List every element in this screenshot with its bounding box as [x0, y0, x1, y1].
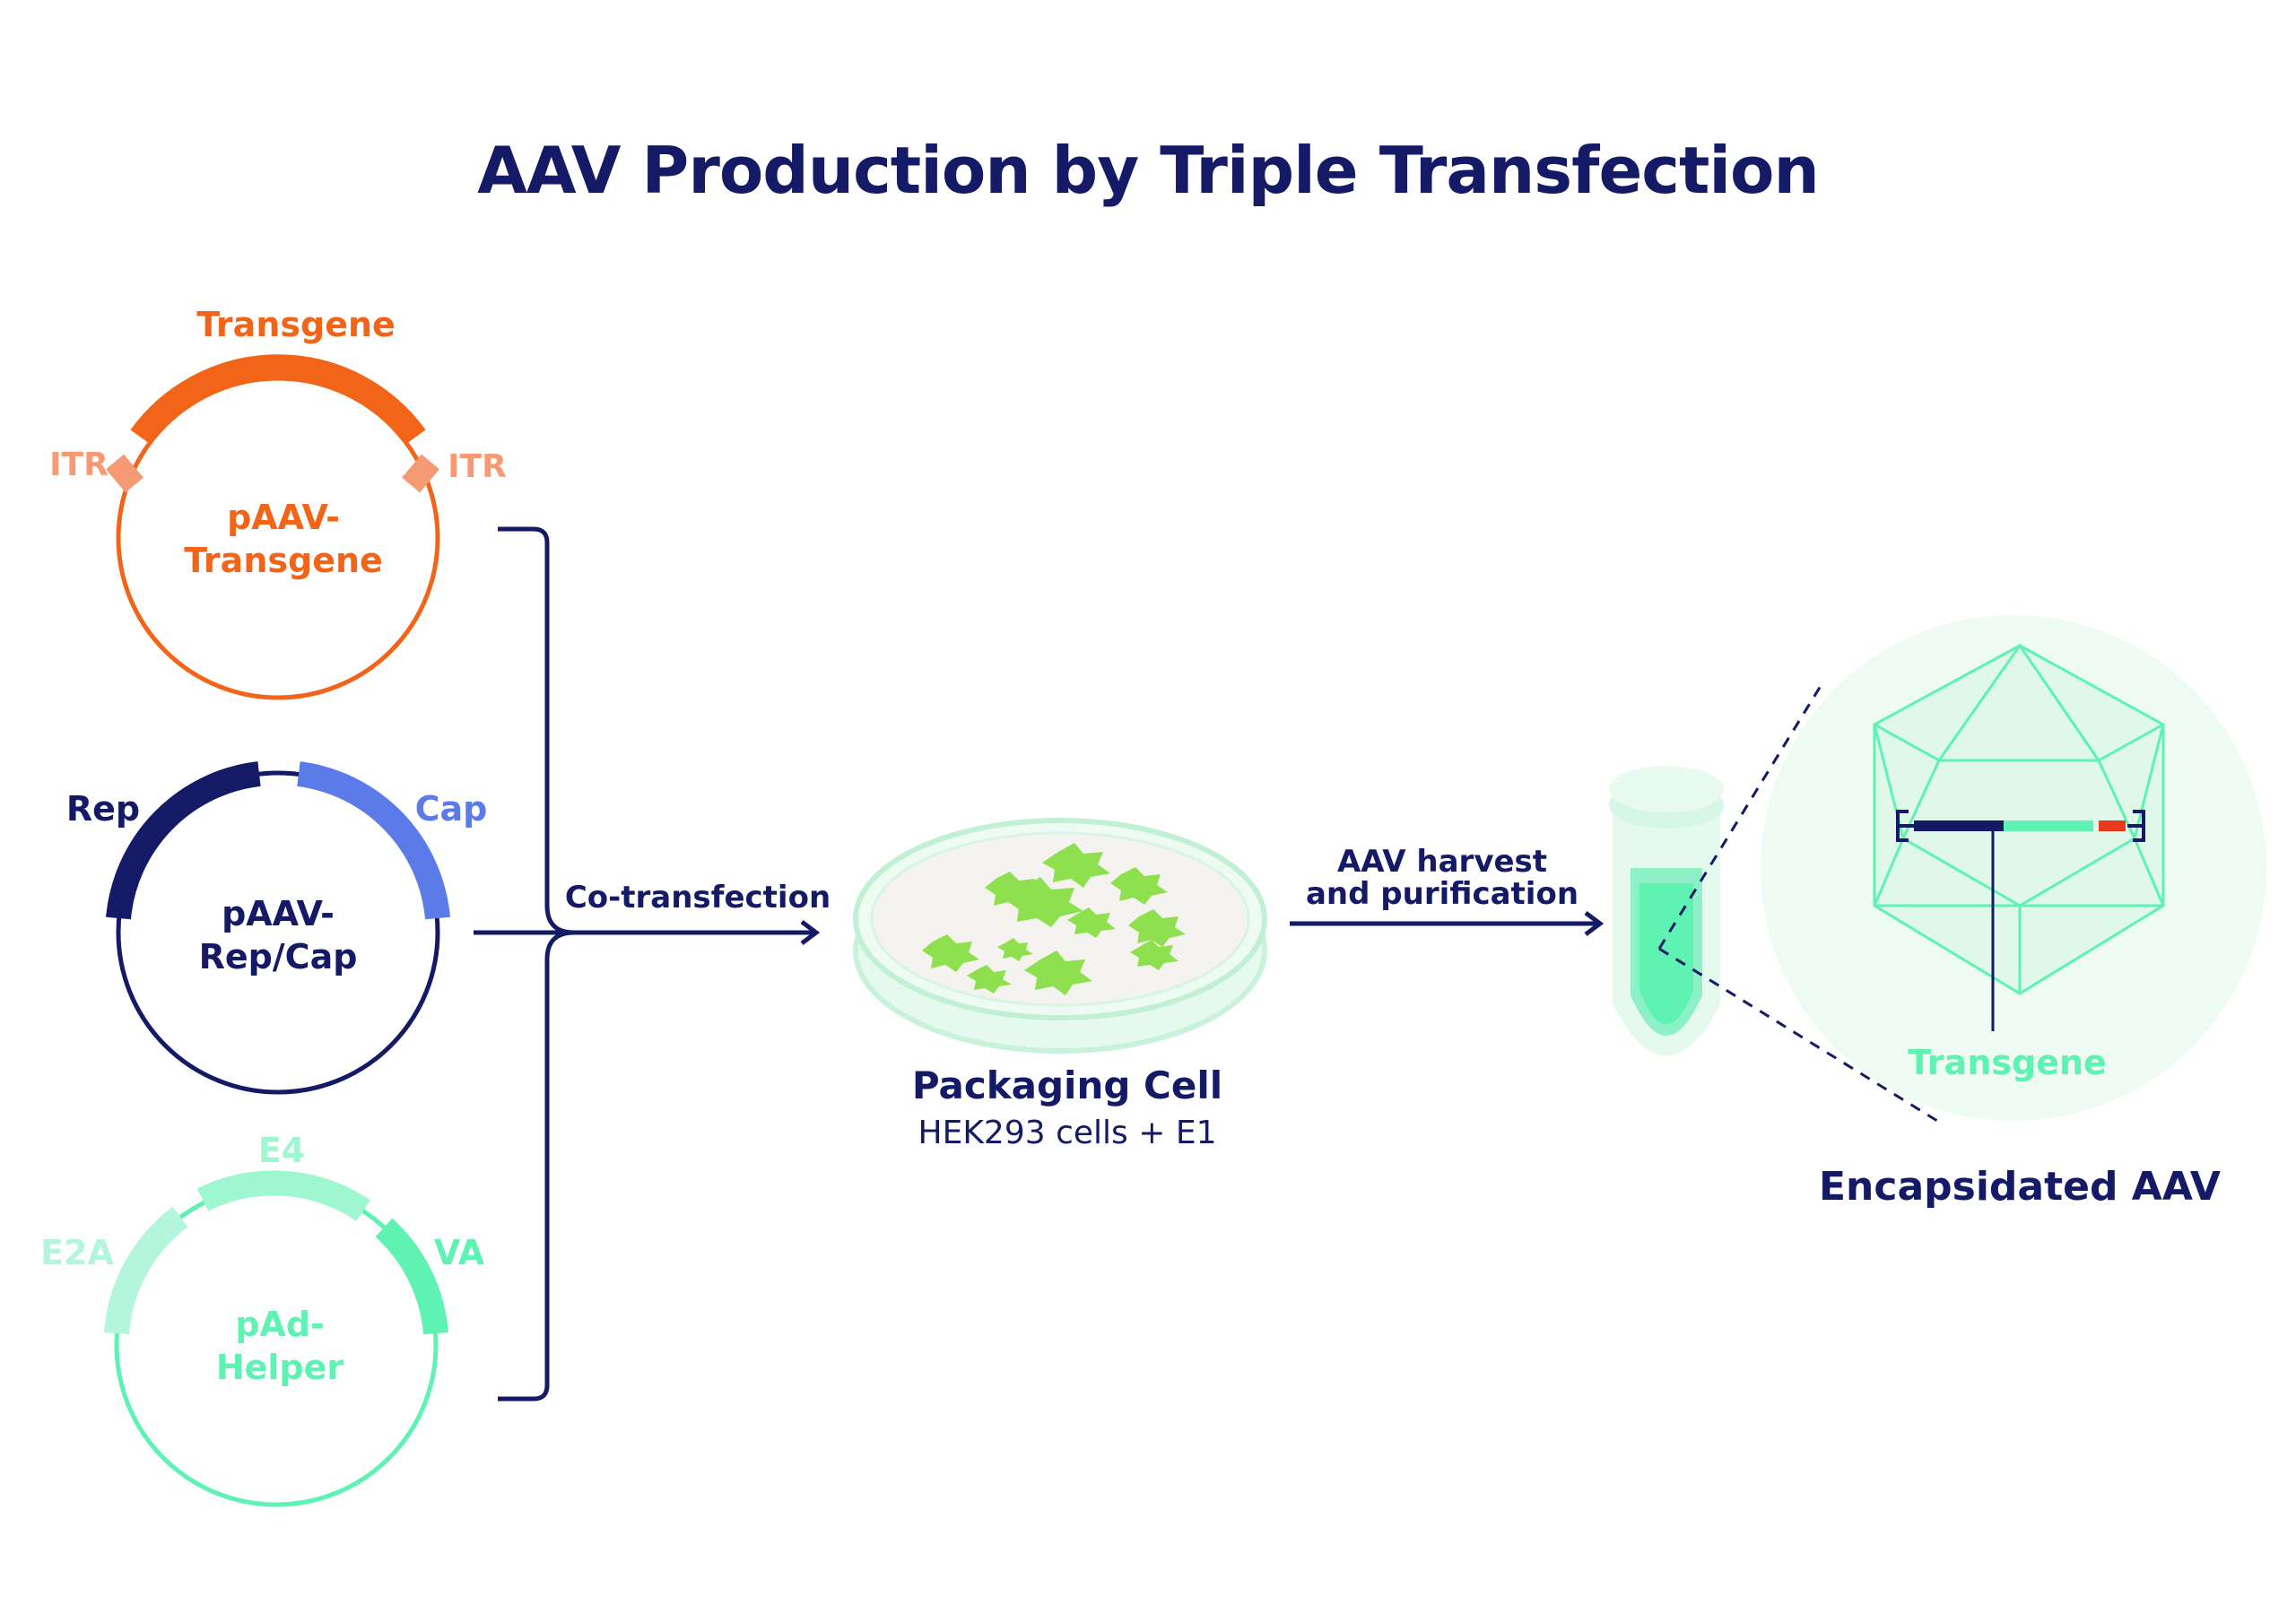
aav-transgene-label: Transgene — [1908, 1043, 2107, 1082]
cotransfection-label: Co-transfection — [565, 880, 831, 916]
grouping-brace — [498, 526, 575, 1402]
petri-dish — [853, 818, 1267, 1054]
e4-label: E4 — [258, 1131, 305, 1170]
genome-segment-mint — [2004, 820, 2093, 831]
cell-4 — [1004, 877, 1083, 927]
encapsidated-genome — [1896, 810, 2145, 1031]
transgene-gene-label: Transgene — [196, 305, 396, 344]
plasmid-transgene-name-1: pAAV- — [227, 498, 340, 537]
plasmid-helper-name-1: pAd- — [235, 1305, 325, 1344]
cell-9 — [1128, 909, 1186, 947]
va-segment — [375, 1218, 448, 1335]
e4-segment — [196, 1170, 370, 1221]
itr-right-marker — [402, 454, 439, 493]
e2a-label: E2A — [40, 1233, 114, 1272]
plasmid-repcap-name-2: Rep/Cap — [199, 937, 358, 976]
plasmid-repcap-ring — [116, 770, 440, 1095]
encapsidated-aav-caption: Encapsidated AAV — [1819, 1164, 2221, 1210]
plasmid-transgene-ring — [116, 376, 440, 700]
plasmid-repcap-name-1: pAAV- — [222, 894, 335, 933]
capsid-facets — [1873, 643, 2165, 994]
itr-left-marker — [106, 454, 144, 493]
va-label: VA — [434, 1233, 485, 1272]
zoom-line-bottom — [1658, 947, 1938, 1123]
cell-11 — [967, 965, 1012, 994]
harvest-label-2: and purification — [1306, 876, 1578, 912]
cell-cluster — [922, 843, 1186, 995]
plasmid-helper-name-2: Helper — [216, 1348, 344, 1387]
cell-10 — [1130, 940, 1178, 970]
genome-itr-right — [2127, 810, 2145, 842]
genome-segment-red — [2099, 820, 2126, 831]
rep-label: Rep — [66, 789, 140, 829]
cell-7 — [997, 938, 1033, 961]
aav-capsid-group: Transgene — [1761, 615, 2266, 1121]
cell-5 — [1067, 907, 1116, 938]
cotransfection-arrowhead — [800, 920, 821, 945]
genome-itr-left — [1896, 810, 1914, 842]
cap-segment — [297, 761, 450, 920]
packaging-cell-title: Packaging Cell — [912, 1063, 1222, 1107]
transgene-segment — [130, 354, 426, 444]
itr-right-label: ITR — [448, 448, 507, 485]
plasmid-transgene-name-2: Transgene — [184, 541, 383, 580]
tube-cap-top — [1609, 766, 1724, 812]
plasmid-repcap: Rep Cap pAAV- Rep/Cap — [66, 761, 488, 1095]
cell-3 — [1110, 867, 1168, 905]
cell-1 — [1042, 843, 1110, 888]
cap-label: Cap — [415, 789, 488, 829]
itr-left-label: ITR — [49, 447, 109, 483]
plasmid-transgene: Transgene ITR ITR pAAV- Transgene — [49, 305, 507, 700]
packaging-cell-subtitle: HEK293 cells + E1 — [918, 1115, 1217, 1151]
e2a-segment — [104, 1206, 188, 1335]
harvest-arrowhead — [1584, 911, 1605, 936]
genome-segment-navy — [1914, 820, 2004, 831]
cell-8 — [1024, 950, 1092, 995]
cell-6 — [922, 934, 979, 972]
harvest-label-1: AAV harvest — [1337, 844, 1547, 880]
diagram-title: AAV Production by Triple Transfection — [477, 133, 1820, 208]
sample-tube — [1609, 766, 1724, 1056]
rep-segment — [106, 761, 261, 920]
zoom-line-top — [1657, 685, 1822, 950]
plasmid-helper: E4 E2A VA pAd- Helper — [40, 1131, 485, 1507]
